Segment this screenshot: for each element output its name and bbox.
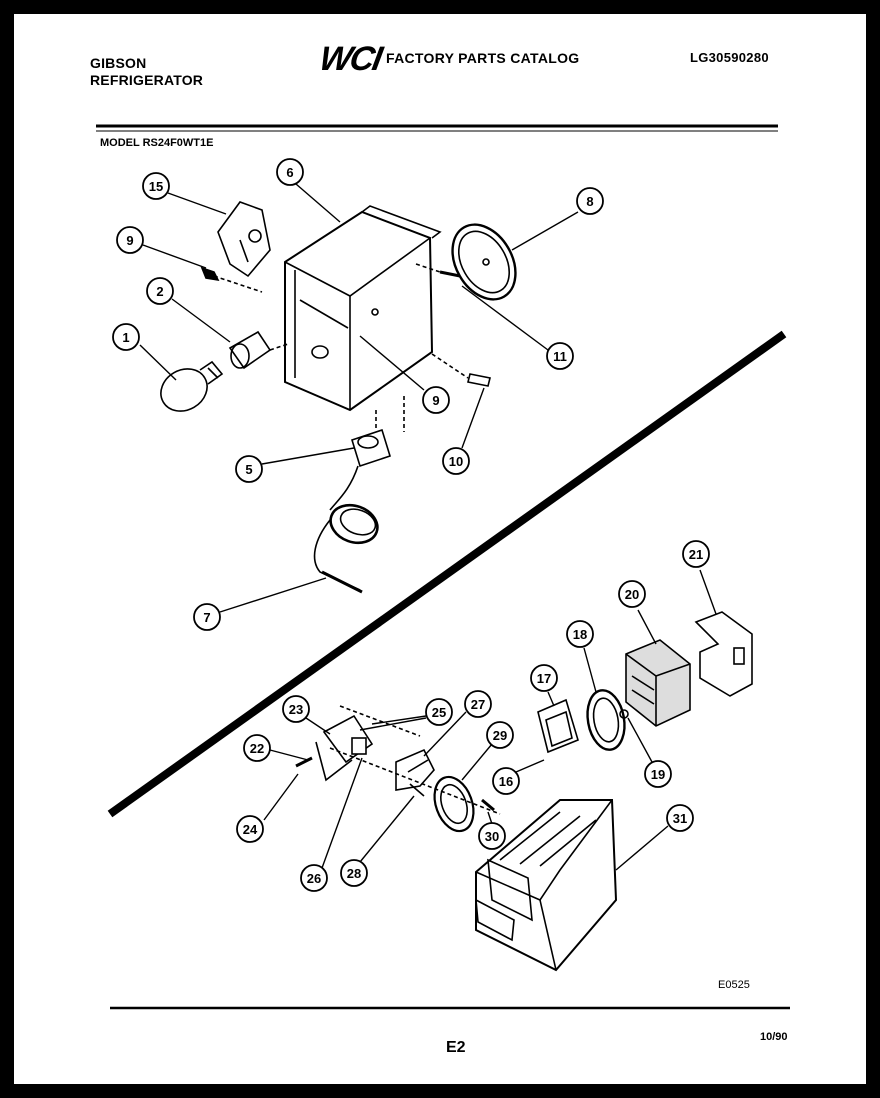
part-17-bracket — [537, 698, 579, 754]
part-2-socket — [228, 330, 289, 370]
callout-label: 6 — [286, 165, 293, 180]
callout-label: 30 — [485, 829, 499, 844]
callout-label: 20 — [625, 587, 639, 602]
callout-label: 11 — [553, 349, 567, 364]
figure-code: E0525 — [718, 979, 750, 991]
model-label: MODEL RS24F0WT1E — [100, 137, 214, 149]
part-1-light-bulb — [160, 360, 224, 412]
catalog-title: FACTORY PARTS CATALOG — [386, 50, 580, 66]
callout-label: 19 — [651, 767, 665, 782]
callout-label: 5 — [245, 462, 252, 477]
callout-24: 24 — [236, 815, 264, 843]
section-divider-line — [107, 330, 787, 818]
brand-name: GIBSON — [90, 55, 147, 71]
wci-logo: WCI — [316, 40, 384, 78]
lower-assembly-drawing — [295, 611, 753, 972]
part-5-switch — [351, 396, 405, 468]
callout-7: 7 — [193, 603, 221, 631]
light-housing-part — [284, 205, 442, 412]
callout-22: 22 — [243, 734, 271, 762]
callout-10: 10 — [442, 447, 470, 475]
part-11-screw — [415, 263, 461, 278]
callout-label: 22 — [250, 741, 264, 756]
callout-18: 18 — [566, 620, 594, 648]
callout-9-lower: 9 — [422, 386, 450, 414]
callout-label: 31 — [673, 811, 687, 826]
callout-label: 25 — [432, 705, 446, 720]
date-code: 10/90 — [760, 1031, 788, 1043]
leader-lines — [139, 183, 717, 871]
callout-16: 16 — [492, 767, 520, 795]
page-code: E2 — [446, 1039, 466, 1056]
part-28-impeller — [395, 748, 435, 797]
callout-label: 26 — [307, 871, 321, 886]
catalog-number: LG30590280 — [690, 50, 769, 65]
callout-9-upper: 9 — [116, 226, 144, 254]
callout-label: 23 — [289, 702, 303, 717]
callout-label: 17 — [537, 671, 551, 686]
callout-label: 29 — [493, 728, 507, 743]
part-23-mount — [295, 714, 374, 782]
callout-31: 31 — [666, 804, 694, 832]
part-21-cover — [694, 611, 753, 697]
part-30-screw — [481, 798, 495, 812]
callout-label: 15 — [149, 179, 163, 194]
part-15-bracket — [217, 201, 271, 278]
callout-19: 19 — [644, 760, 672, 788]
callout-label: 24 — [243, 822, 258, 837]
callout-5: 5 — [235, 455, 263, 483]
callout-8: 8 — [576, 187, 604, 215]
callout-label: 27 — [471, 697, 485, 712]
part-8-lens — [451, 223, 517, 301]
part-20-filter-block — [625, 639, 691, 727]
callout-23: 23 — [282, 695, 310, 723]
callout-label: 16 — [499, 774, 513, 789]
callout-11: 11 — [546, 342, 574, 370]
callout-25: 25 — [425, 698, 453, 726]
part-7-wire-harness — [313, 465, 379, 594]
callout-label: 9 — [126, 233, 133, 248]
callout-label: 18 — [573, 627, 587, 642]
callout-label: 10 — [449, 454, 463, 469]
callout-29: 29 — [486, 721, 514, 749]
callout-15: 15 — [142, 172, 170, 200]
callout-label: 28 — [347, 866, 361, 881]
callout-label: 7 — [203, 610, 210, 625]
callout-21: 21 — [682, 540, 710, 568]
callout-label: 9 — [432, 393, 439, 408]
callout-17: 17 — [530, 664, 558, 692]
part-29-ring — [433, 775, 475, 833]
assembly-axis — [329, 747, 501, 815]
callout-1: 1 — [112, 323, 140, 351]
callout-20: 20 — [618, 580, 646, 608]
callout-28: 28 — [340, 859, 368, 887]
part-9-screw — [200, 266, 263, 293]
product-type: REFRIGERATOR — [90, 72, 204, 88]
callout-circles: 15 6 8 9 2 1 11 9 10 5 7 21 20 18 17 23 … — [112, 158, 710, 892]
callout-label: 21 — [689, 547, 703, 562]
callout-6: 6 — [276, 158, 304, 186]
assembly-axis-upper — [339, 705, 421, 737]
callout-label: 8 — [586, 194, 593, 209]
part-10-screw — [431, 353, 491, 387]
callout-label: 2 — [156, 284, 163, 299]
callout-26: 26 — [300, 864, 328, 892]
part-18-wheel — [586, 689, 629, 751]
callout-27: 27 — [464, 690, 492, 718]
upper-assembly-drawing — [160, 201, 517, 594]
callout-label: 1 — [122, 330, 129, 345]
callout-30: 30 — [478, 822, 506, 850]
part-31-housing — [475, 799, 618, 972]
callout-2: 2 — [146, 277, 174, 305]
